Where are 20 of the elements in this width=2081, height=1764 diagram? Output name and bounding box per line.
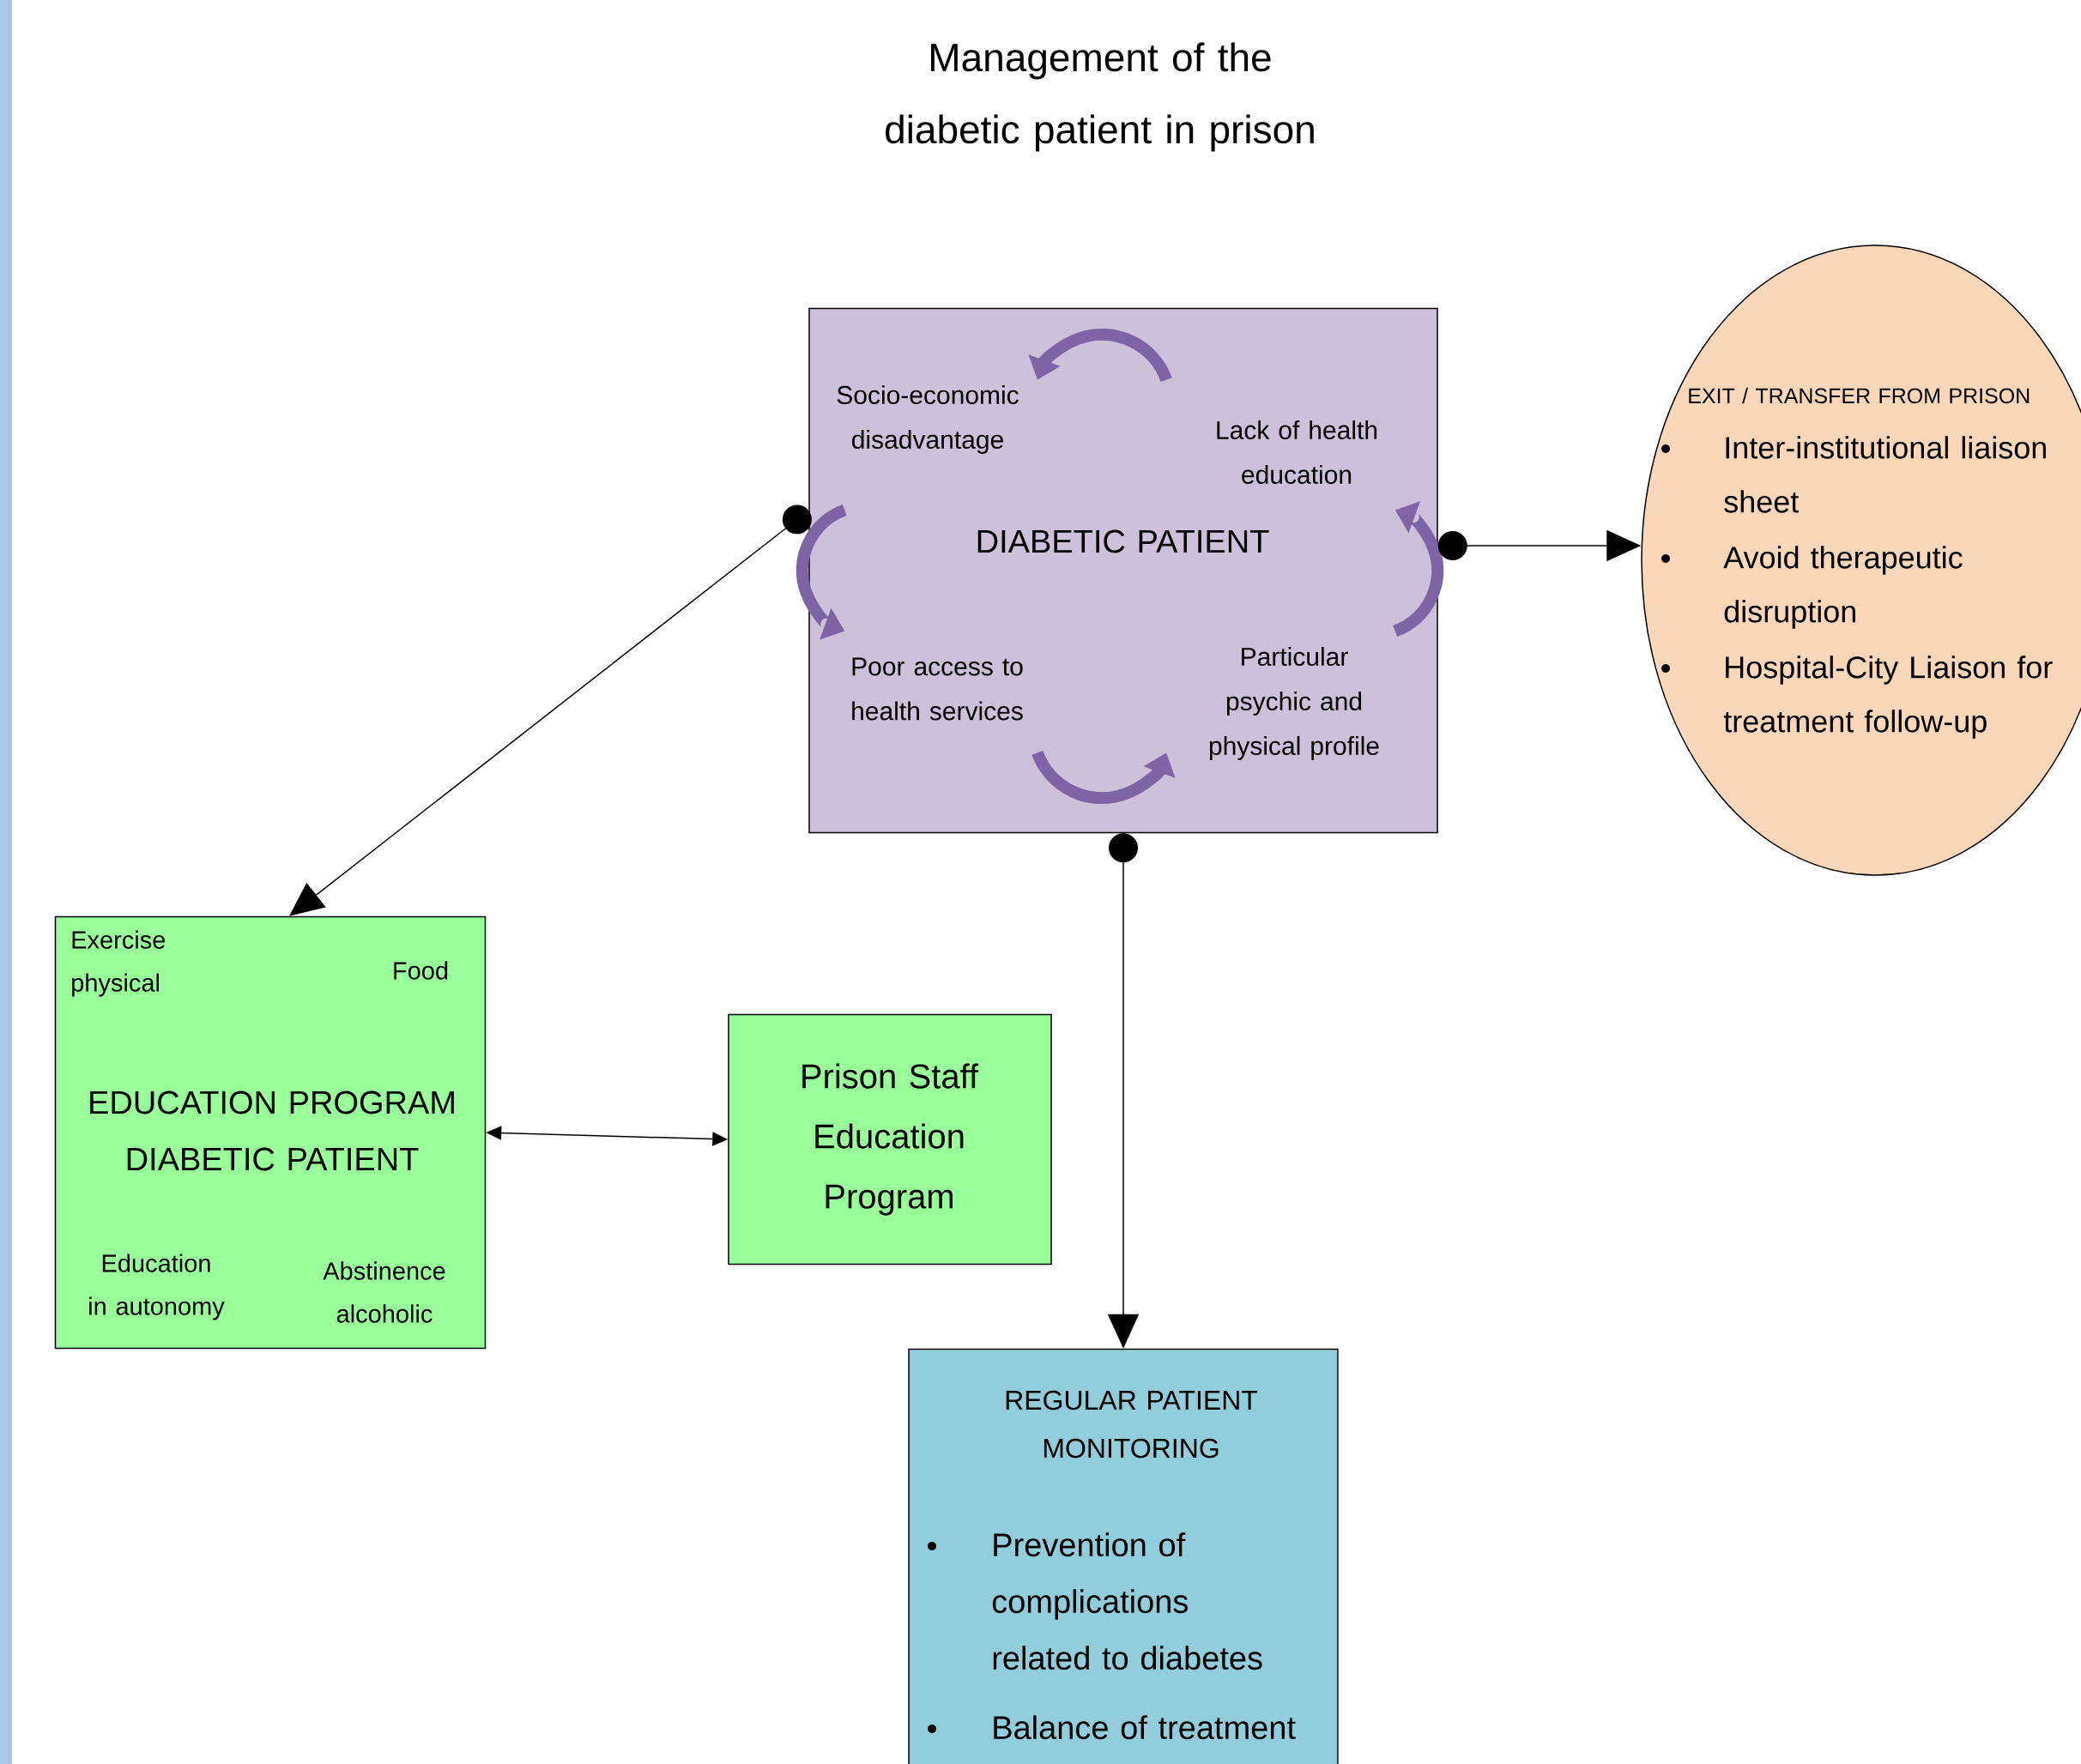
factor-label: Lack of health education [1217,420,1377,485]
arrow [289,504,812,916]
bullet-item: Prevention of complications related to diabetes [992,1532,1262,1670]
box-title: EDUCATION PROGRAM DIABETIC PATIENT [90,1090,454,1171]
ellipse-heading: EXIT / TRANSFER FROM PRISON [1689,387,2030,404]
factor-label: Socio-economic disadvantage [837,385,1019,454]
topic-label: Abstinence alcoholic [323,1261,445,1323]
factor-label: Particular psychic and physical profile [1209,647,1379,760]
bullet-item: Inter-institutional liaison sheet [1724,436,2046,513]
factor-label: Poor access to health services [852,657,1023,721]
box-heading: REGULAR PATIENT MONITORING [1006,1390,1258,1459]
bullet-item: Avoid therapeutic disruption [1723,546,1963,629]
bullet-item: Balance of treatment [994,1715,1296,1740]
box-title: Prison Staff Education Program [802,1063,979,1216]
bullet-item: Hospital-City Liaison for treatment follow-up [1723,655,2053,739]
box-title: DIABETIC PATIENT [977,529,1269,553]
title: Management of the diabetic patient in prison [886,42,1314,152]
topic-label: Education in autonomy [89,1254,225,1320]
topic-label: Exercise physical [72,930,166,997]
topic-label: Food [394,961,448,980]
